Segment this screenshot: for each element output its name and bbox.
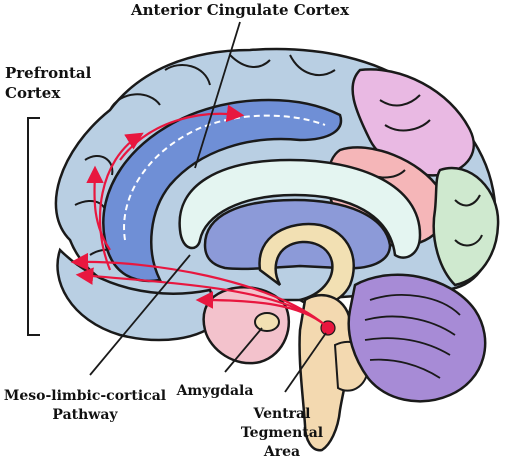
pfc-bracket [27,117,40,336]
corpus-callosum [178,158,422,259]
meso-leader-line [89,254,191,376]
anterior-cingulate-cortex [102,98,343,283]
cerebellum [347,273,487,403]
amygdala-label: Amygdala [176,383,254,399]
acc-leader-line [194,21,241,169]
vta-label-line1: Ventral [253,406,311,422]
cerebellum-folia [364,294,461,379]
mesolimbic-pathway [70,104,326,326]
acc-dashed-outline [123,114,326,241]
pfc-label-line2: Cortex [5,84,61,102]
orbitofrontal-region [56,247,222,342]
pathway-arrow-prefrontal-top [119,104,245,161]
vta-label-line3: Area [263,444,300,460]
pathway-arrow-acc [86,165,111,251]
meso-label-line1: Meso-limbic-cortical [4,388,166,404]
pfc-label-line1: Prefrontal [5,64,92,82]
pathway-arrow-frontal-mid [70,252,326,326]
amygdala-shape [254,312,280,332]
limbic-region [202,286,291,365]
amygdala-leader-line [224,327,263,373]
meso-label-line2: Pathway [52,407,118,423]
posterior-green-region [432,166,500,287]
vta-leader-line [284,332,327,393]
vta-label-line2: Tegmental [241,425,323,441]
pathway-arrow-prefrontal-up [98,132,144,271]
acc-label: Anterior Cingulate Cortex [130,1,350,19]
